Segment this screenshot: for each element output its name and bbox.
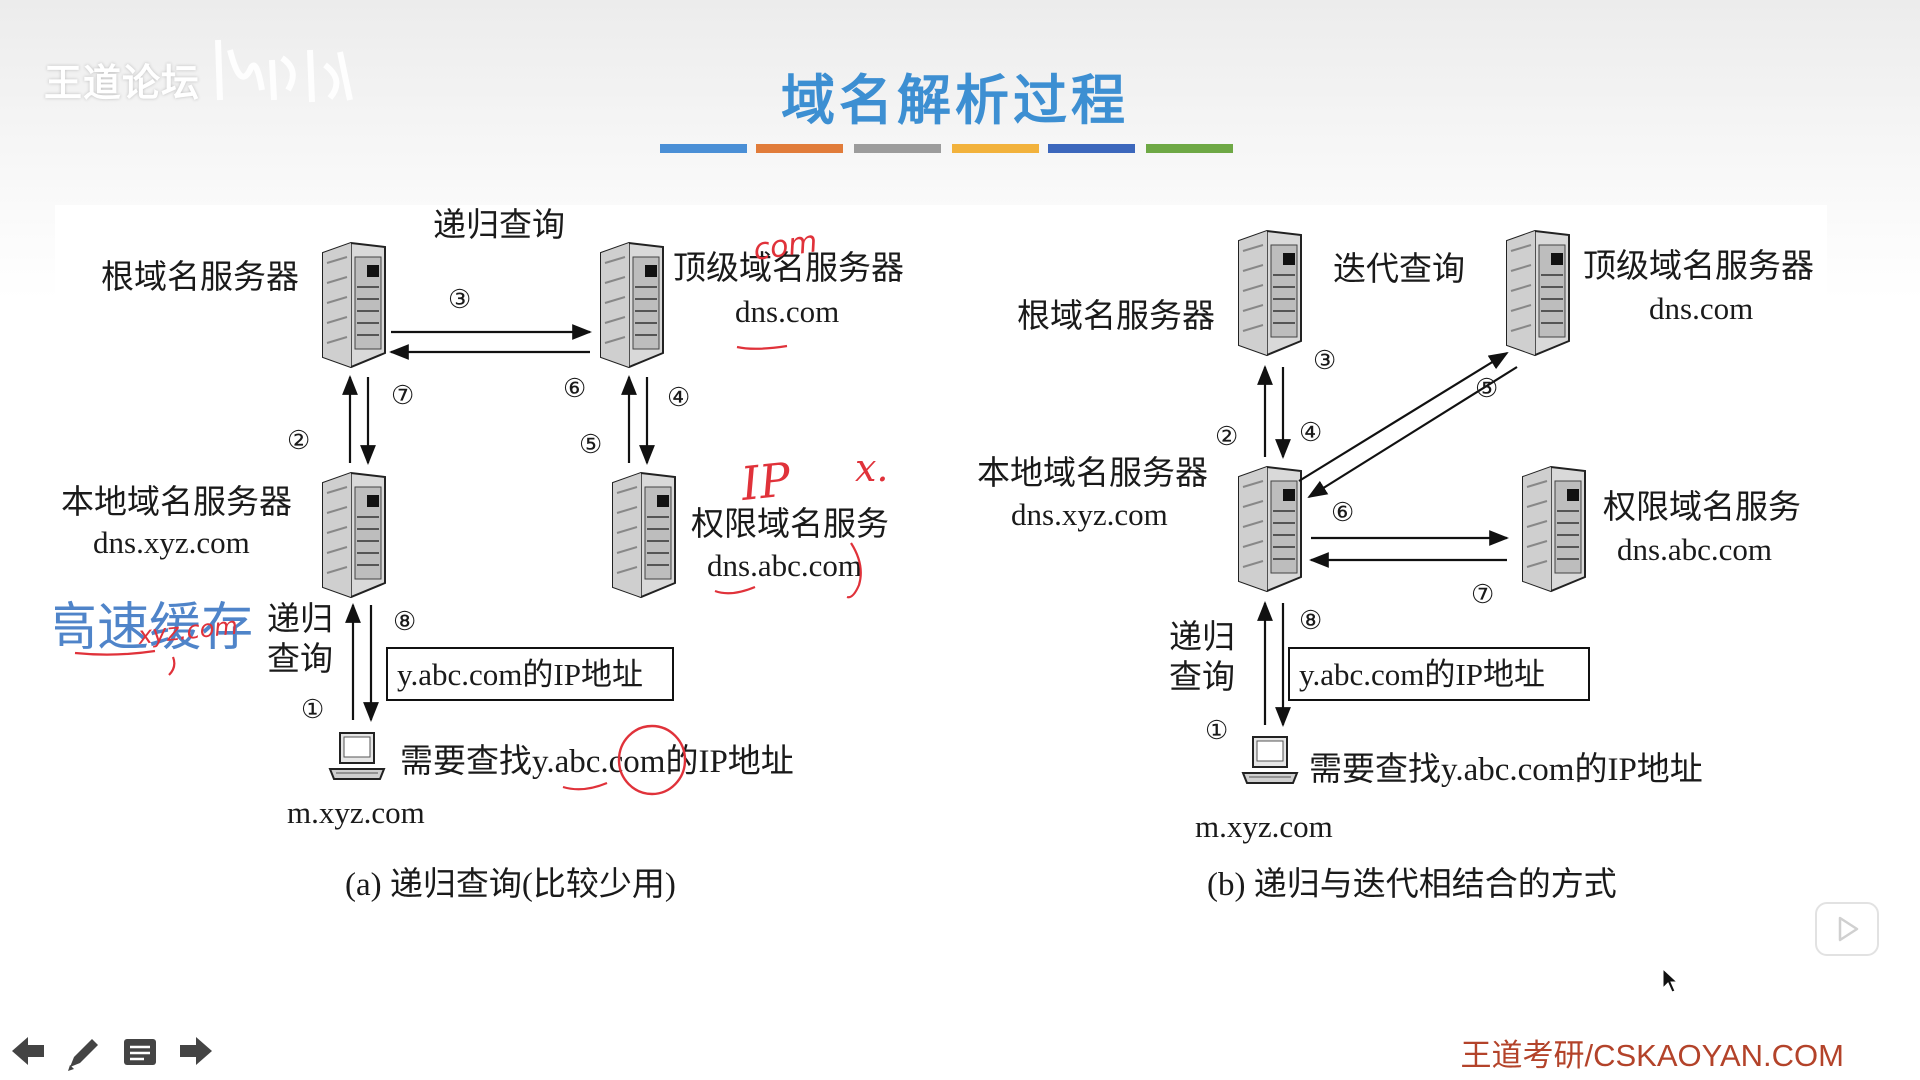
client-query-line2-a: 查询	[267, 641, 333, 678]
step-7-b: ⑦	[1471, 580, 1494, 609]
step-2-b: ②	[1215, 422, 1238, 451]
stripe-2	[756, 144, 843, 153]
step-5-a: ⑤	[579, 430, 602, 459]
stripe-3	[854, 144, 941, 153]
client-pc-icon-b	[1242, 736, 1298, 784]
cache-note: 高速缓存	[55, 598, 253, 658]
root-server-label-b: 根域名服务器	[1017, 298, 1215, 335]
step-7-a: ⑦	[391, 381, 414, 410]
footer-site: 王道考研/CSKAOYAN.COM	[1460, 1038, 1844, 1073]
client-need-underline-mark	[562, 781, 608, 791]
label-recursive-a: 递归查询	[433, 207, 565, 244]
auth-server-icon-a	[612, 472, 676, 598]
client-host-b: m.xyz.com	[1195, 809, 1333, 844]
auth-server-label-b: 权限域名服务	[1603, 489, 1801, 526]
tld-server-icon-a	[600, 242, 664, 368]
answer-box-text-a: y.abc.com的IP地址	[397, 657, 643, 692]
auth-mark	[714, 542, 862, 599]
step-8-a: ⑧	[393, 607, 416, 636]
auth-domain-b: dns.abc.com	[1617, 532, 1772, 567]
answer-box-a	[386, 647, 674, 701]
arrow-local-to-tld-b	[1298, 351, 1509, 482]
step-3-b: ③	[1313, 346, 1336, 375]
diagram-b: 根域名服务器 迭代查询 顶级域名服务器 dns.com 本地域名服务器 dns.…	[977, 230, 1814, 903]
back-arrow-icon	[12, 1037, 44, 1065]
step-6-a: ⑥	[563, 374, 586, 403]
local-domain-a: dns.xyz.com	[93, 525, 250, 560]
nav-menu-button[interactable]	[122, 1033, 158, 1073]
cache-underline-mark	[74, 649, 176, 676]
tld-underline-mark	[736, 344, 788, 350]
step-2-a: ②	[287, 426, 310, 455]
auth-domain-a: dns.abc.com	[707, 548, 862, 583]
auth-server-label-a: 权限域名服务	[691, 506, 889, 543]
step-4-a: ④	[667, 383, 690, 412]
nav-prev-button[interactable]	[10, 1033, 48, 1073]
handwritten-annotations: 高速缓存 xyz.com com IP x.	[45, 224, 889, 796]
play-button[interactable]	[1815, 902, 1879, 956]
tld-domain-b: dns.com	[1649, 291, 1753, 326]
logo-script-icon	[215, 39, 353, 103]
caption-b: (b) 递归与迭代相结合的方式	[1207, 866, 1617, 903]
com-circle-mark	[617, 724, 687, 796]
tld-server-label-b: 顶级域名服务器	[1583, 248, 1814, 285]
nav-pen-button[interactable]	[64, 1033, 104, 1077]
root-server-label-a: 根域名服务器	[101, 259, 299, 296]
local-server-icon-a	[322, 472, 386, 598]
play-icon	[1838, 916, 1859, 942]
step-6-b: ⑥	[1331, 498, 1354, 527]
local-server-label-a: 本地域名服务器	[61, 484, 292, 521]
client-query-line1-a: 递归	[267, 601, 333, 638]
client-pc-icon-a	[329, 732, 385, 780]
pen-icon	[68, 1039, 98, 1071]
menu-icon	[124, 1039, 156, 1065]
step-1-a: ①	[301, 695, 324, 724]
diagram-a: 递归查询 根域名服务器 顶级域名服务器 dns.com 本地域名服务器 dns.…	[61, 207, 904, 903]
auth-server-icon-b	[1522, 466, 1586, 592]
caption-a: (a) 递归查询(比较少用)	[345, 866, 676, 903]
answer-box-b	[1288, 647, 1590, 701]
step-1-b: ①	[1205, 716, 1228, 745]
stripe-1	[660, 144, 747, 153]
ip-note: IP	[738, 452, 795, 511]
stripe-6	[1146, 144, 1233, 153]
forward-arrow-icon	[180, 1037, 212, 1065]
nav-next-button[interactable]	[176, 1033, 214, 1073]
stripe-5	[1048, 144, 1135, 153]
step-8-b: ⑧	[1299, 606, 1322, 635]
client-need-a: 需要查找y.abc.com的IP地址	[400, 743, 794, 780]
step-3-a: ③	[448, 285, 471, 314]
page-title: 域名解析过程	[781, 69, 1129, 132]
dns-diagram: 递归查询 根域名服务器 顶级域名服务器 dns.com 本地域名服务器 dns.…	[45, 207, 1814, 903]
client-query-line2-b: 查询	[1169, 659, 1235, 696]
client-query-line1-b: 递归	[1169, 619, 1235, 656]
tld-server-label-a: 顶级域名服务器	[673, 250, 904, 287]
client-need-b: 需要查找y.abc.com的IP地址	[1309, 751, 1703, 788]
label-iterative-b: 迭代查询	[1333, 251, 1465, 288]
answer-box-text-b: y.abc.com的IP地址	[1299, 657, 1545, 692]
dns-figure: 递归查询 根域名服务器 顶级域名服务器 dns.com 本地域名服务器 dns.…	[45, 205, 1827, 940]
logo-text: 王道论坛	[44, 61, 201, 105]
arrow-tld-to-local-b	[1307, 366, 1518, 499]
tld-domain-a: dns.com	[735, 294, 839, 329]
client-host-a: m.xyz.com	[287, 795, 425, 830]
step-4-b: ④	[1299, 418, 1322, 447]
step-5-b: ⑤	[1475, 374, 1498, 403]
tld-server-icon-b	[1506, 230, 1570, 356]
root-server-icon-b	[1238, 230, 1302, 356]
mouse-cursor-icon	[1662, 968, 1678, 993]
local-server-icon-b	[1238, 466, 1302, 592]
root-server-icon-a	[322, 242, 386, 368]
local-domain-b: dns.xyz.com	[1011, 497, 1168, 532]
local-server-label-b: 本地域名服务器	[977, 455, 1208, 492]
x-note: x.	[855, 446, 889, 490]
stripe-4	[952, 144, 1039, 153]
